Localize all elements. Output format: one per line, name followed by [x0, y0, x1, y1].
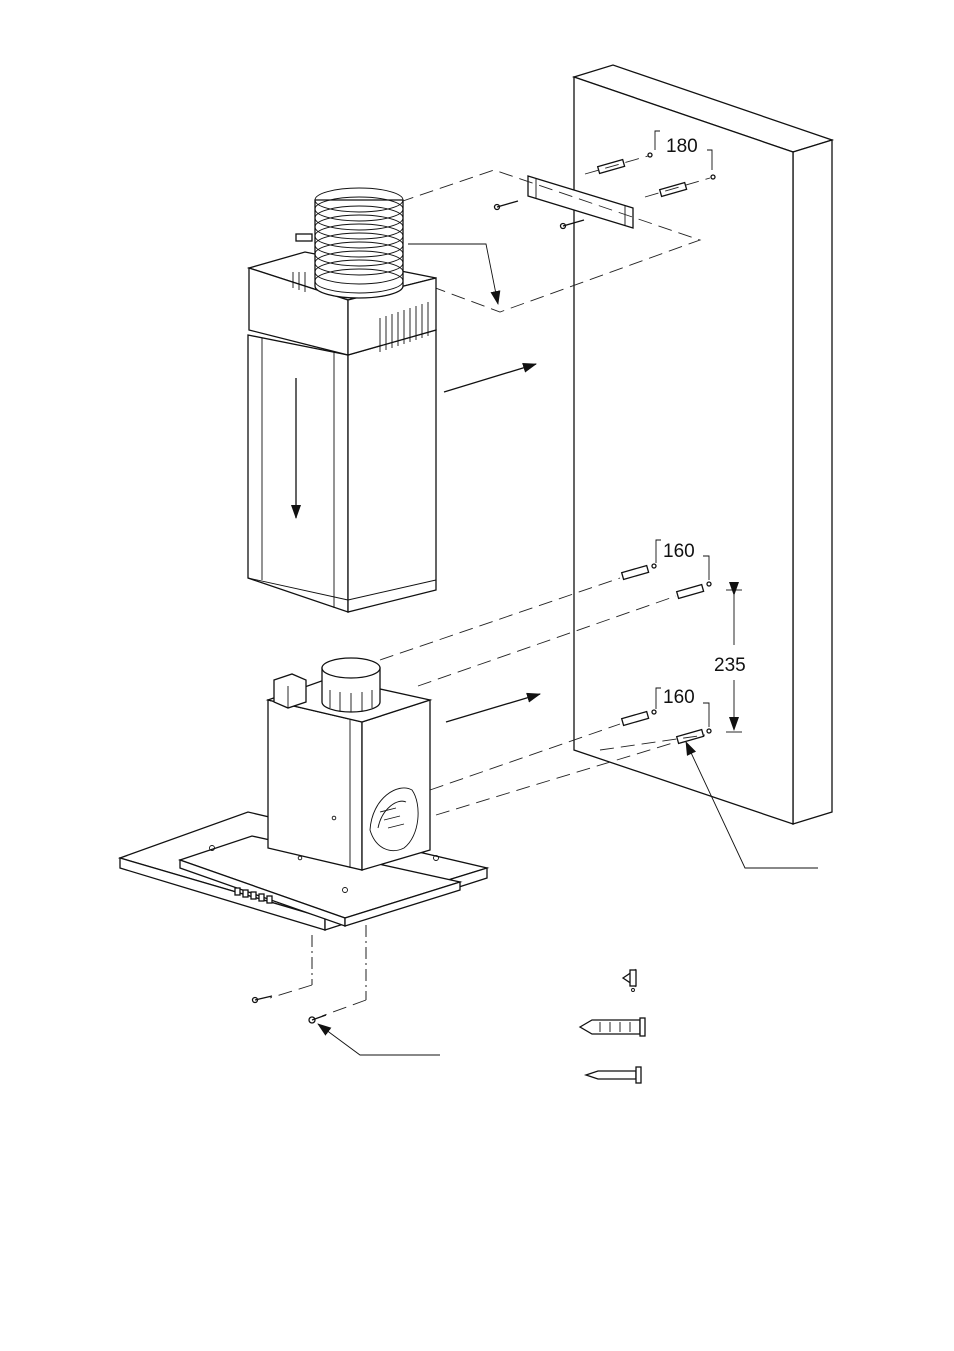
duct-clamp-screw — [296, 234, 312, 241]
control-button-5 — [267, 896, 272, 903]
bottom-screw-right — [309, 1015, 326, 1023]
long-screw-icon — [586, 1067, 641, 1083]
control-button-2 — [243, 890, 248, 897]
wall-plug-icon — [580, 1018, 645, 1036]
dimension-160-lower-label: 160 — [663, 687, 695, 708]
dimension-235-label: 235 — [714, 655, 746, 676]
junction-box — [274, 674, 306, 708]
small-screw-icon — [623, 970, 636, 992]
bottom-screw-left — [253, 996, 273, 1003]
flexible-duct — [315, 188, 403, 298]
control-button-4 — [259, 894, 264, 901]
control-button-3 — [251, 892, 256, 899]
dimension-160-upper-label: 160 — [663, 541, 695, 562]
bottom-screw-callout — [318, 1024, 440, 1055]
wall — [574, 65, 832, 824]
dimension-180-label: 180 — [666, 136, 698, 157]
bracket-screw-left — [495, 201, 519, 210]
upper-mount-arrow — [444, 364, 536, 392]
upper-chimney — [248, 252, 436, 612]
outlet-collar — [322, 658, 380, 712]
parts-legend — [580, 970, 645, 1083]
bottom-centerlines — [270, 925, 366, 1016]
control-button-1 — [235, 888, 240, 895]
lower-mount-arrow — [446, 694, 540, 722]
